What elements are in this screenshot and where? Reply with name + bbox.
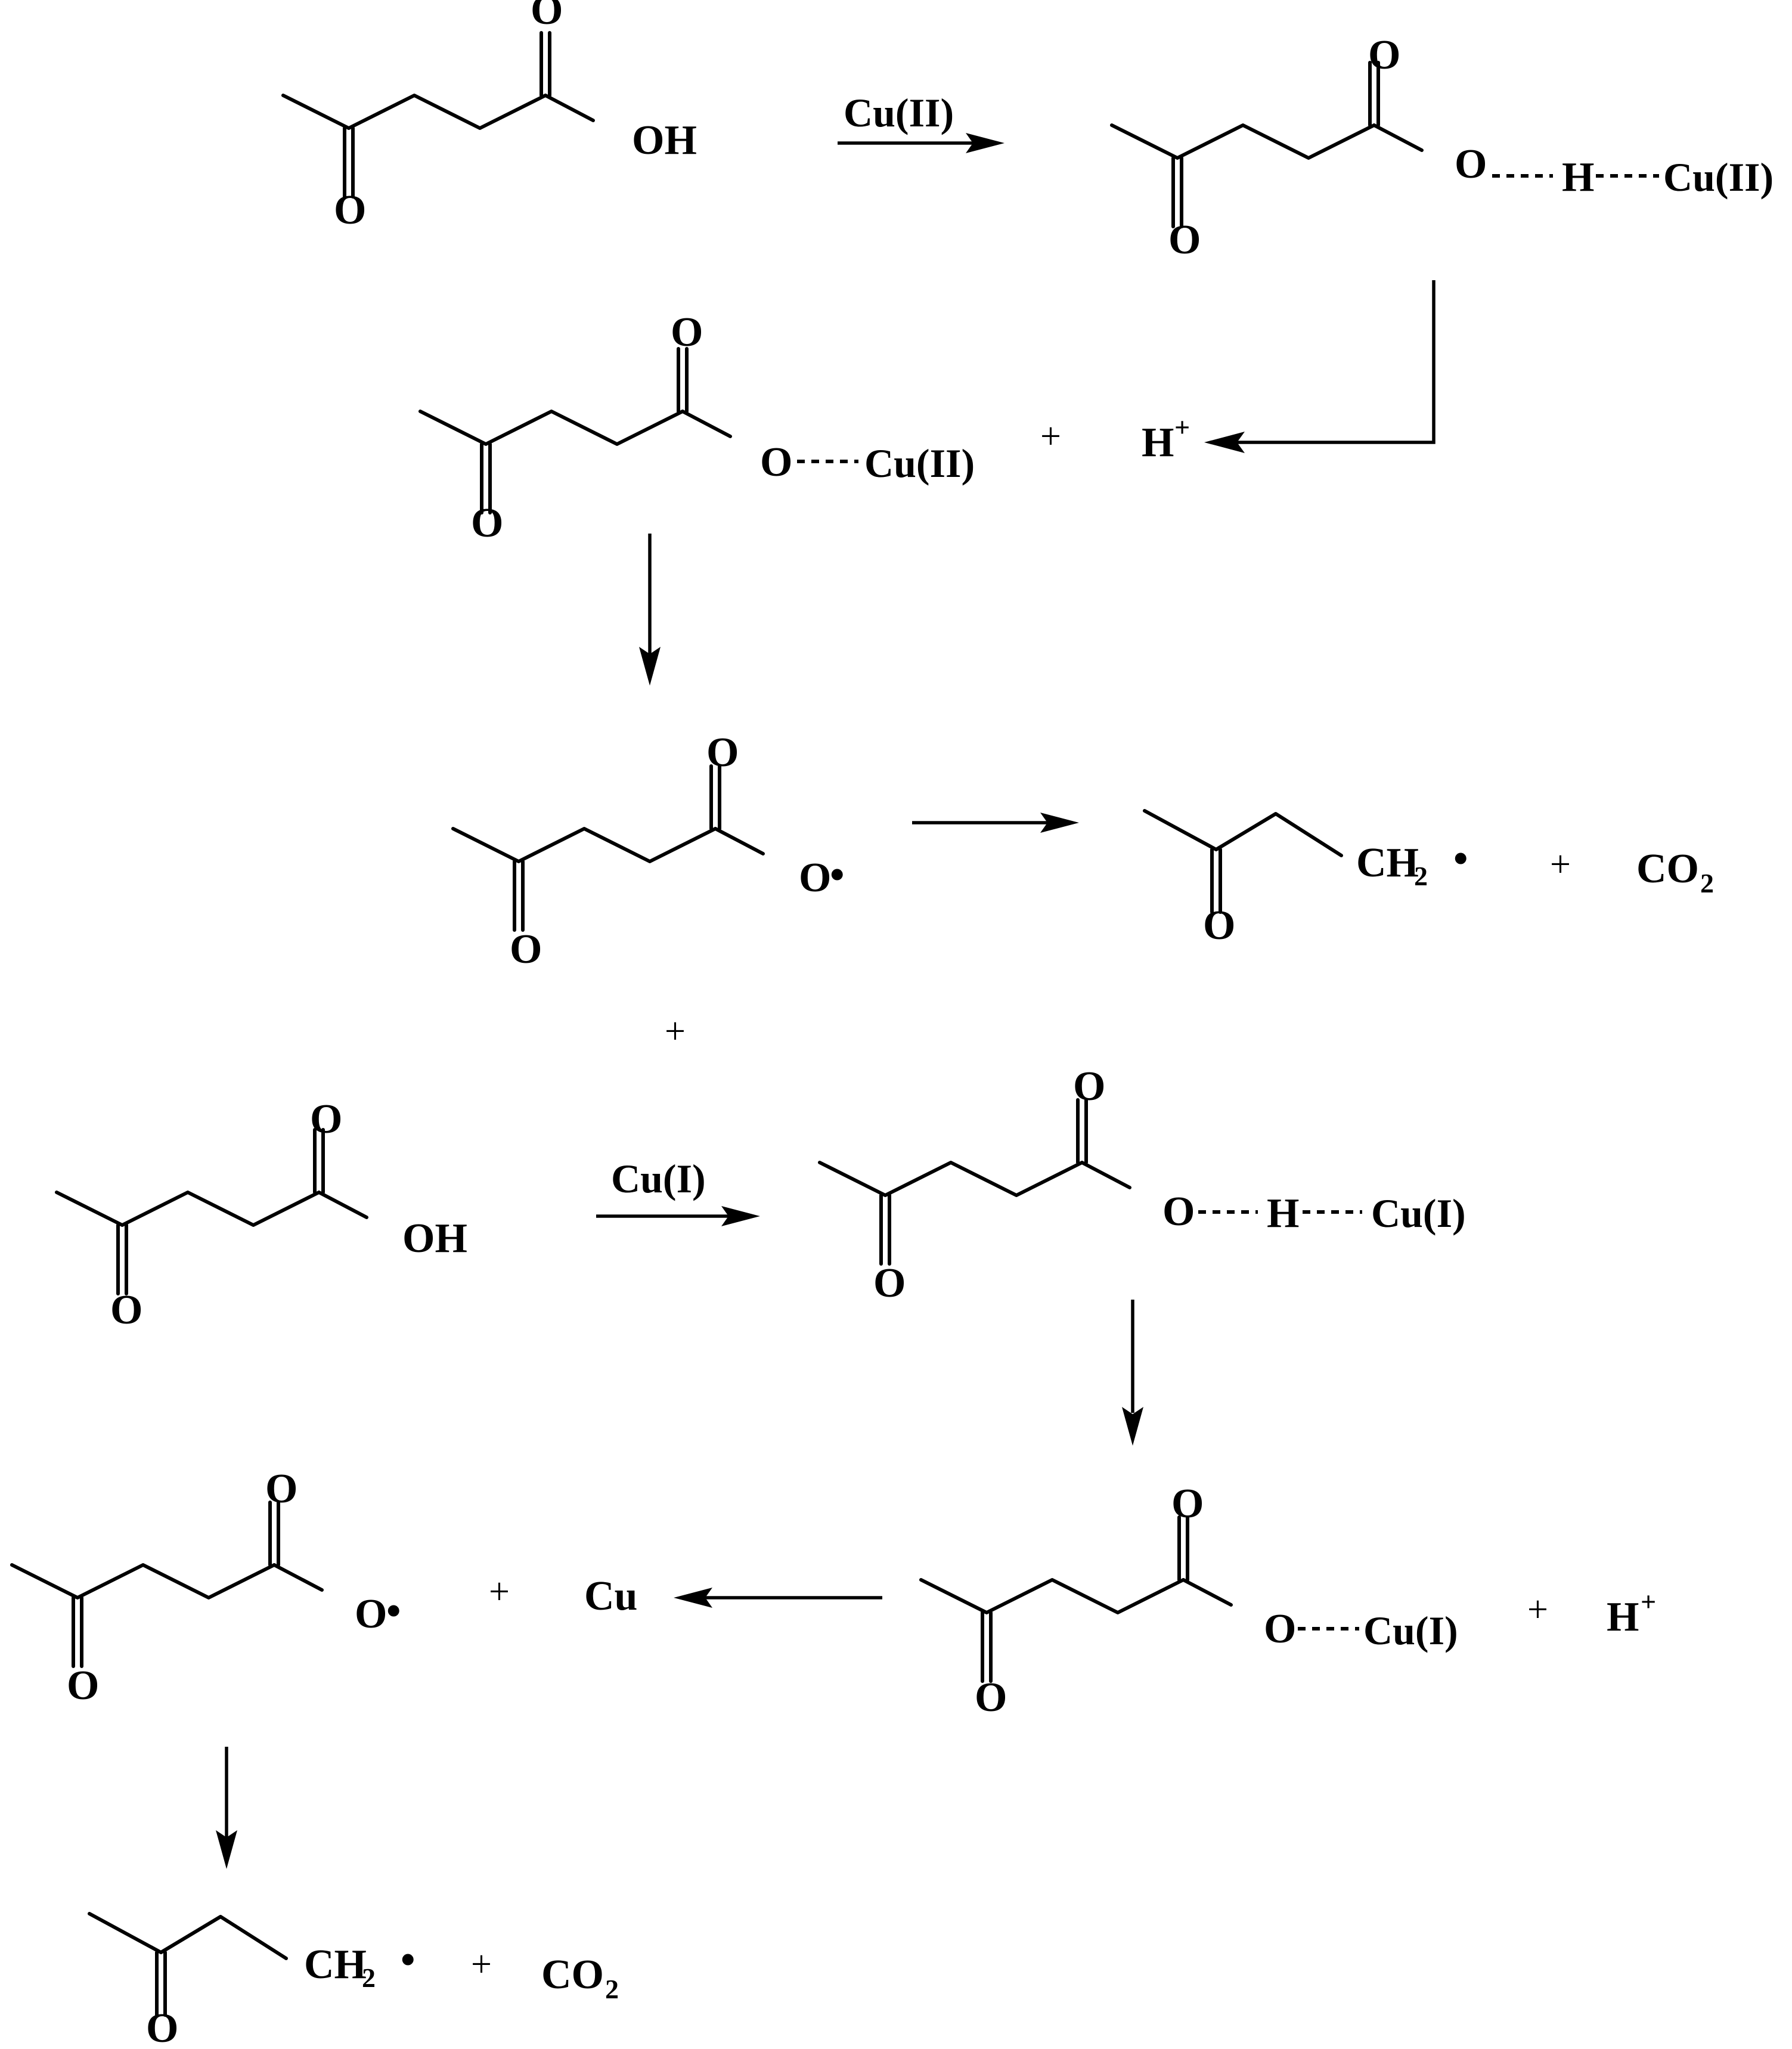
cu2-label: Cu(II) (1663, 154, 1774, 200)
svg-text:CO: CO (1636, 846, 1699, 892)
hydroxyl-label: OH (402, 1216, 467, 1261)
hydrogen-label: H (1562, 154, 1594, 200)
plus-sign: + (489, 1571, 510, 1612)
reagent-cu1-label: Cu(I) (611, 1156, 706, 1201)
radical-dot: • (401, 1937, 416, 1983)
carbonyl-oxygen-label: O (1073, 1064, 1105, 1109)
carboxylate-cu2-complex: O O O Cu(II) (420, 309, 975, 546)
keto-oxygen-label: O (873, 1260, 906, 1306)
proton-label-2: H + (1607, 1586, 1656, 1640)
arrow-down-3 (216, 1747, 237, 1869)
carbonyl-oxygen-label: O (1368, 32, 1400, 78)
carbonyl-oxygen-label: O (671, 309, 703, 355)
keto-oxygen-label: O (334, 187, 366, 233)
cu1-label: Cu(I) (1363, 1608, 1458, 1653)
arrow-decarboxylation-1 (912, 813, 1079, 833)
svg-text:2: 2 (1700, 868, 1714, 898)
keto-oxygen-label: O (1168, 217, 1201, 263)
elbow-arrow (1204, 280, 1436, 453)
keto-oxygen-label: O (146, 2005, 178, 2049)
plus-sign: + (665, 1011, 686, 1052)
proton-label: H + (1142, 412, 1190, 466)
ester-oxygen-label: O (760, 439, 792, 485)
carbonyl-oxygen-label: O (265, 1466, 297, 1512)
carbonyl-oxygen-label: O (706, 730, 739, 776)
hydrogen-label: H (1267, 1191, 1299, 1236)
svg-text:H: H (1607, 1594, 1639, 1640)
methylene-subscript: 2 (1414, 861, 1428, 891)
co2-label-1: CO 2 (1636, 846, 1714, 898)
carbonyl-oxygen-label: O (310, 1096, 342, 1142)
reagent-cu2-label: Cu(II) (844, 90, 954, 135)
keto-oxygen-label: O (471, 500, 503, 546)
svg-text:CO: CO (541, 1952, 604, 1998)
methylene-subscript: 2 (362, 1963, 376, 1993)
carboxyl-radical-1: O O O • (453, 730, 845, 972)
arrow-down-1 (639, 534, 661, 686)
ester-oxygen-label: O (1264, 1606, 1296, 1652)
ester-oxygen-label: O (1455, 141, 1487, 187)
carboxylate-cu1-complex: O O O Cu(I) (921, 1481, 1458, 1721)
keto-oxygen-label: O (110, 1287, 142, 1333)
carbonyl-oxygen-label: O (531, 0, 563, 33)
plus-sign: + (1550, 844, 1571, 885)
ester-oxygen-label: O (1162, 1189, 1195, 1235)
arrow-cu1: Cu(I) (596, 1156, 760, 1226)
radical-dot: • (386, 1588, 401, 1634)
levulinic-acid-1: O O OH (283, 0, 697, 233)
cu2-label: Cu(II) (864, 441, 975, 486)
co2-label-2: CO 2 (541, 1952, 619, 2004)
plus-sign: + (471, 1944, 492, 1985)
acid-cu2-complex: O O O H Cu(II) (1112, 32, 1774, 263)
oxygen-radical-label: O (799, 855, 831, 901)
arrow-cu2: Cu(II) (838, 90, 1004, 153)
svg-text:2: 2 (605, 1974, 619, 2004)
hydroxyl-label: OH (632, 117, 697, 163)
methylene-label: CH (304, 1942, 367, 1988)
levulinic-acid-2: O O OH (57, 1096, 467, 1333)
keto-oxygen-label: O (67, 1663, 99, 1709)
acid-cu1-complex: O O O H Cu(I) (820, 1064, 1466, 1306)
keto-oxygen-label: O (975, 1675, 1007, 1721)
methylene-label: CH (1356, 840, 1419, 886)
radical-dot: • (1453, 836, 1468, 882)
butanone-radical-2: O CH 2 • (89, 1914, 416, 2049)
plus-sign: + (1040, 416, 1061, 457)
butanone-radical-1: O CH 2 • (1145, 811, 1468, 948)
arrow-down-2 (1122, 1300, 1143, 1446)
keto-oxygen-label: O (1203, 903, 1235, 948)
keto-oxygen-label: O (510, 926, 542, 972)
svg-text:+: + (1174, 412, 1190, 442)
svg-text:+: + (1641, 1586, 1656, 1617)
oxygen-radical-label: O (355, 1591, 387, 1637)
radical-dot: • (830, 852, 845, 898)
arrow-left (674, 1588, 882, 1608)
carboxyl-radical-2: O O O • (12, 1466, 401, 1709)
plus-sign: + (1527, 1589, 1548, 1630)
svg-text:H: H (1142, 420, 1174, 466)
cu1-label: Cu(I) (1371, 1191, 1466, 1236)
copper-label: Cu (584, 1573, 637, 1619)
carbonyl-oxygen-label: O (1171, 1481, 1204, 1527)
